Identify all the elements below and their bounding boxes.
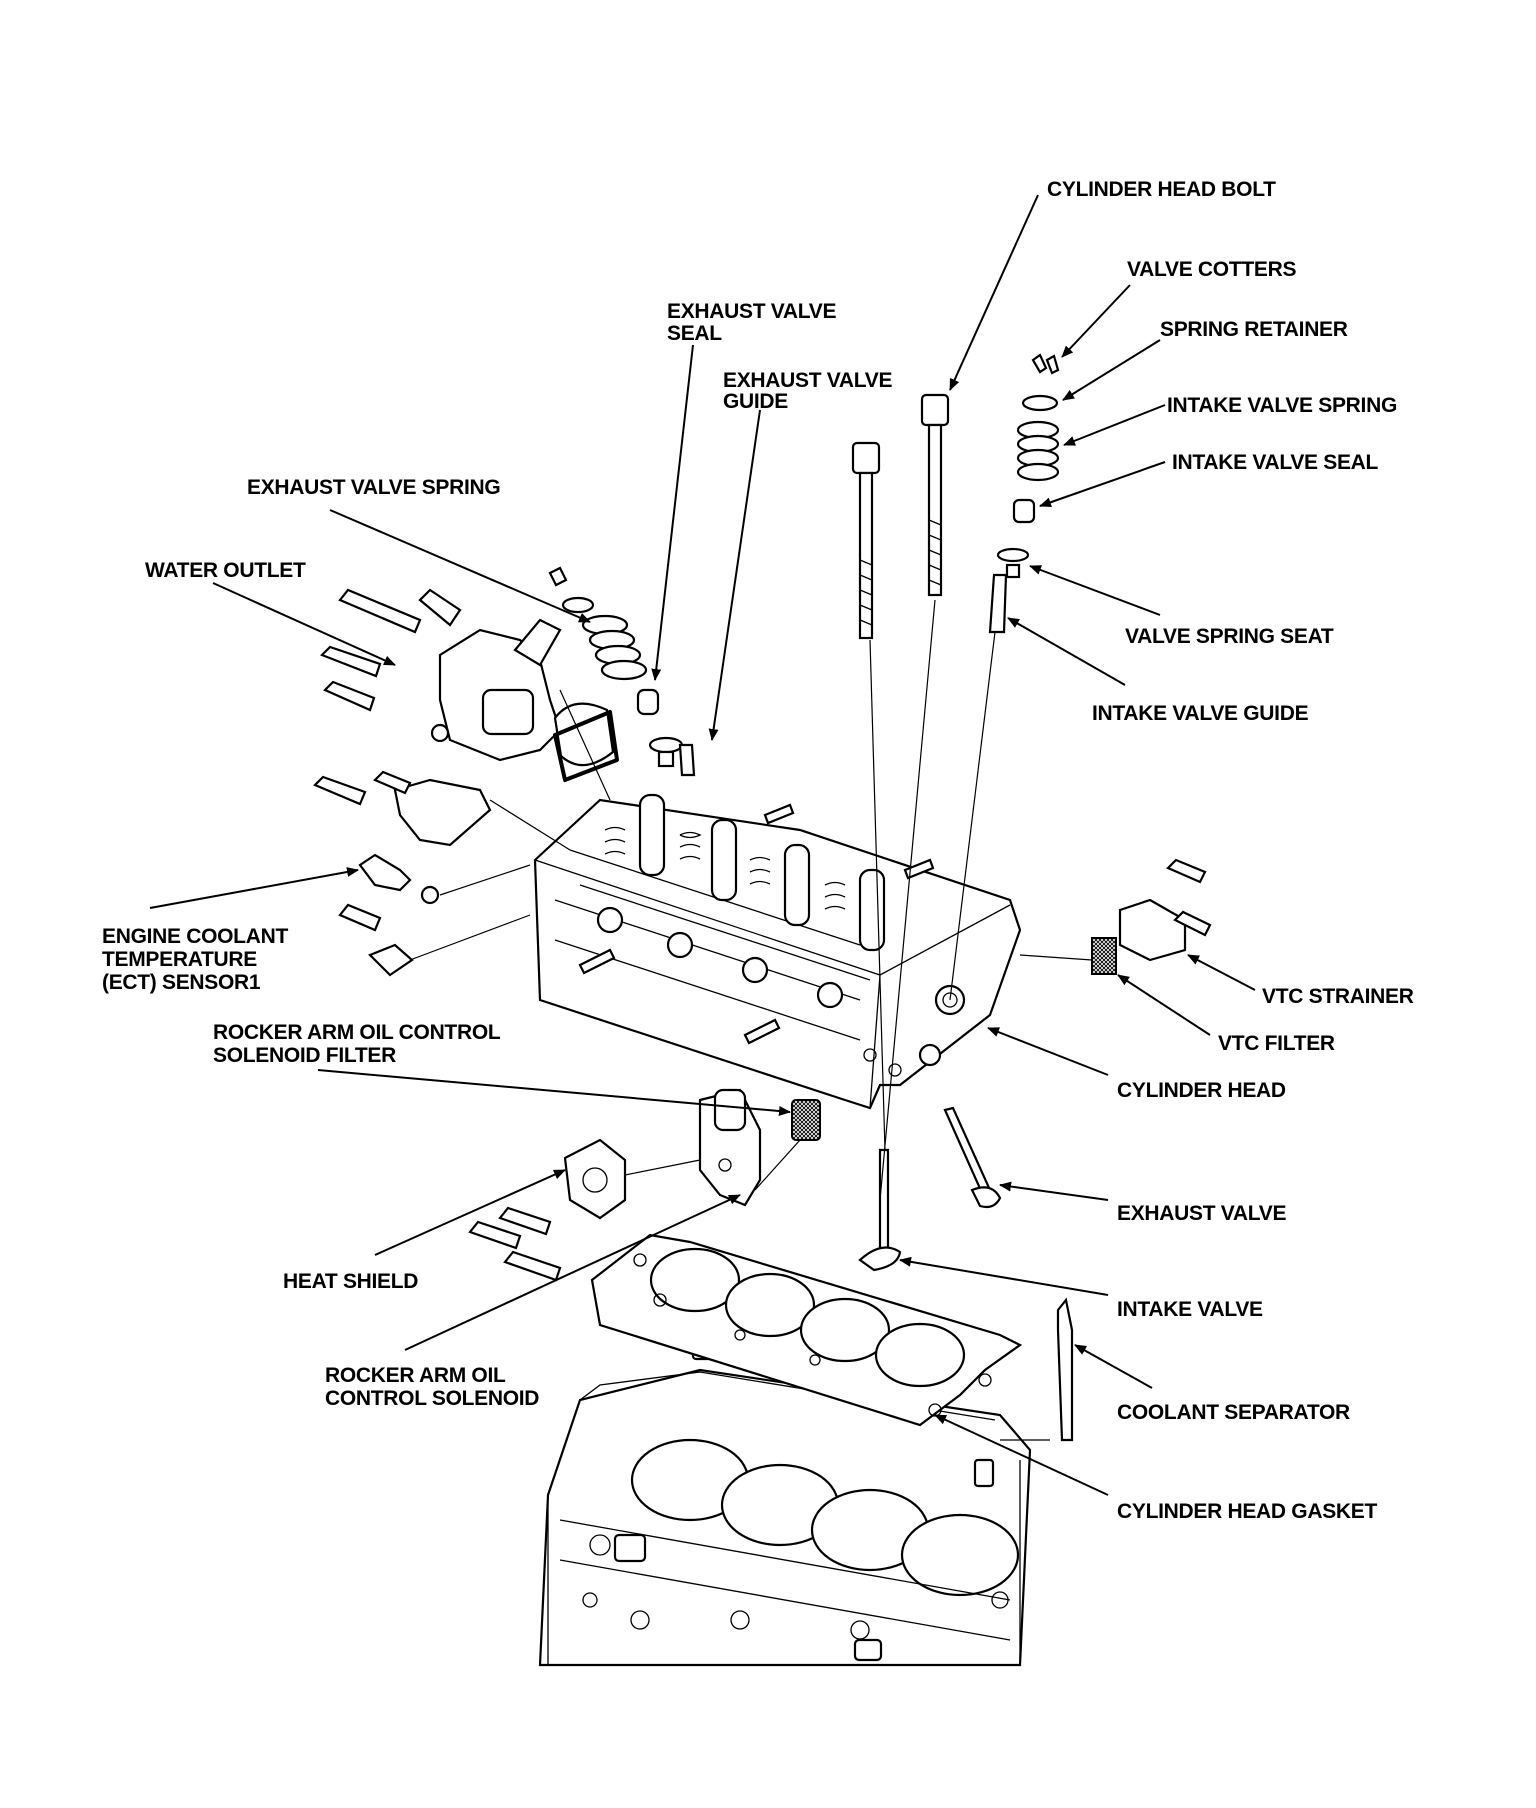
water-outlet-part [320, 588, 615, 767]
alignment-lines [409, 599, 1093, 1441]
label-rocker-solenoid-line2: CONTROL SOLENOID [325, 1387, 539, 1410]
coolant-separator-part [1056, 1297, 1074, 1442]
leader-cylinder-head-bolt [949, 194, 1039, 391]
label-intake-valve-seal: INTAKE VALVE SEAL [1172, 451, 1379, 474]
label-water-outlet: WATER OUTLET [145, 559, 306, 582]
label-ect-sensor-line2: TEMPERATURE [102, 948, 257, 971]
label-valve-spring-seat: VALVE SPRING SEAT [1125, 625, 1334, 648]
label-rocker-filter-line1: ROCKER ARM OIL CONTROL [213, 1021, 501, 1044]
label-vtc-filter: VTC FILTER [1218, 1032, 1335, 1055]
leader-exhaust-valve-spring [329, 509, 591, 623]
heat-shield-part [468, 1138, 627, 1282]
leader-rocker-solenoid [404, 1194, 741, 1351]
label-exhaust-valve-guide-line2: GUIDE [723, 390, 788, 413]
ect-sensor-part [358, 853, 440, 905]
label-vtc-strainer: VTC STRAINER [1262, 985, 1414, 1008]
leader-vtc-strainer [1187, 954, 1256, 991]
label-cylinder-head-bolt: CYLINDER HEAD BOLT [1047, 178, 1276, 201]
label-coolant-separator: COOLANT SEPARATOR [1117, 1401, 1350, 1424]
label-rocker-filter-line2: SOLENOID FILTER [213, 1044, 396, 1067]
leader-vtc-filter [1117, 974, 1211, 1036]
label-intake-valve: INTAKE VALVE [1117, 1298, 1263, 1321]
leader-lines [149, 194, 1256, 1496]
label-exhaust-valve-seal-line2: SEAL [667, 322, 722, 345]
leader-valve-spring-seat [1029, 565, 1161, 616]
leader-heat-shield [374, 1169, 566, 1256]
label-exhaust-valve-guide-line1: EXHAUST VALVE [723, 369, 892, 392]
water-outlet-gasket [553, 710, 619, 782]
leader-intake-valve-seal [1039, 461, 1166, 508]
label-exhaust-valve-spring: EXHAUST VALVE SPRING [247, 476, 500, 499]
label-rocker-solenoid-line1: ROCKER ARM OIL [325, 1364, 506, 1387]
leader-exhaust-valve-guide [708, 409, 761, 741]
engine-block [538, 1368, 1032, 1667]
part-labels: CYLINDER HEAD BOLT VALVE COTTERS SPRING … [102, 178, 1414, 1523]
label-heat-shield: HEAT SHIELD [283, 1270, 418, 1293]
cylinder-head-bolts [851, 393, 950, 640]
intake-valve-stack [988, 353, 1060, 634]
leader-cylinder-head-gasket [934, 1414, 1109, 1496]
leader-valve-cotters [1061, 284, 1131, 358]
label-exhaust-valve: EXHAUST VALVE [1117, 1202, 1286, 1225]
label-ect-sensor-line1: ENGINE COOLANT [102, 925, 288, 948]
label-intake-valve-guide: INTAKE VALVE GUIDE [1092, 702, 1309, 725]
leader-exhaust-valve [999, 1181, 1109, 1201]
leader-intake-valve-spring [1063, 404, 1166, 446]
vtc-strainer-part [1118, 858, 1212, 962]
label-exhaust-valve-seal-line1: EXHAUST VALVE [667, 300, 836, 323]
sensor-bracket-part [313, 770, 492, 847]
label-cylinder-head: CYLINDER HEAD [1117, 1079, 1286, 1102]
cylinder-head-part [533, 793, 1022, 1110]
leader-coolant-separator [1074, 1344, 1153, 1389]
label-intake-valve-spring: INTAKE VALVE SPRING [1167, 394, 1397, 417]
label-cylinder-head-gasket: CYLINDER HEAD GASKET [1117, 1500, 1377, 1523]
cylinder-head-gasket-part [590, 1233, 1023, 1427]
leader-ect-sensor [149, 867, 359, 909]
intake-valve-part [858, 1148, 902, 1272]
vtc-filter-part [1091, 937, 1117, 975]
leader-cylinder-head [987, 1027, 1109, 1076]
rocker-solenoid-part [698, 1088, 762, 1207]
exhaust-valve-stack [548, 566, 696, 777]
label-spring-retainer: SPRING RETAINER [1160, 318, 1348, 341]
leader-rocker-filter [317, 1069, 791, 1117]
small-bracket-part [338, 903, 414, 977]
leader-spring-retainer [1062, 339, 1161, 401]
leader-water-outlet [212, 582, 396, 666]
leader-intake-valve [899, 1256, 1109, 1296]
exhaust-valve-part [943, 1106, 1002, 1209]
leader-exhaust-valve-seal [651, 344, 694, 681]
label-ect-sensor-line3: (ECT) SENSOR1 [102, 971, 261, 994]
label-valve-cotters: VALVE COTTERS [1127, 258, 1296, 281]
leader-intake-valve-guide [1007, 617, 1126, 686]
rocker-filter-part [791, 1099, 821, 1141]
